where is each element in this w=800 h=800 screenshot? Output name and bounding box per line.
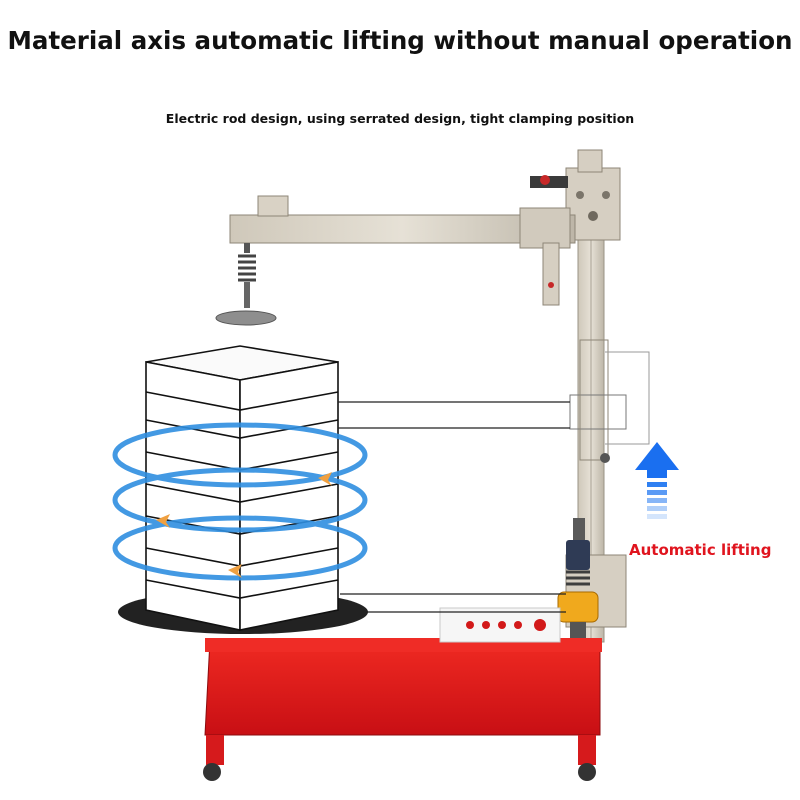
up-arrow-icon <box>635 442 679 519</box>
base-cabinet <box>203 607 602 781</box>
automatic-lifting-label: Automatic lifting <box>629 541 772 559</box>
stacked-load <box>145 345 339 631</box>
subtitle: Electric rod design, using serrated desi… <box>165 111 635 126</box>
headline: Material axis automatic lifting without … <box>7 26 793 55</box>
horizontal-arm <box>229 195 576 306</box>
rotation-arrow-icon <box>156 472 332 578</box>
top-press-plate <box>215 243 277 326</box>
rotation-rings <box>112 422 368 581</box>
film-lines <box>338 401 570 613</box>
